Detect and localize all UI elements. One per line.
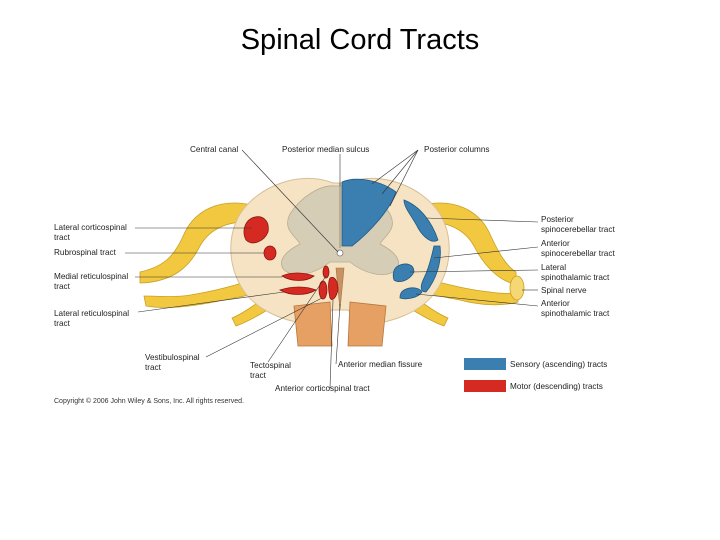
label-anterior-median-fissure: Anterior median fissure <box>338 360 423 369</box>
anterior-corticospinal-tract <box>328 277 339 300</box>
label-medial-reticulospinal-1: Medial reticulospinal <box>54 272 128 281</box>
label-lateral-reticulospinal-1: Lateral reticulospinal <box>54 309 129 318</box>
label-anterior-corticospinal: Anterior corticospinal tract <box>275 384 370 393</box>
legend-swatch-sensory <box>464 358 506 370</box>
motor-tracts <box>243 216 339 300</box>
leader-lines <box>125 149 539 389</box>
sensory-tracts <box>341 178 441 300</box>
label-anterior-spinocerebellar-1: Anterior <box>541 239 570 248</box>
anterior-spinothalamic-tract <box>399 287 423 300</box>
label-spinal-nerve: Spinal nerve <box>541 286 587 295</box>
label-medial-reticulospinal-2: tract <box>54 282 71 291</box>
anterior-root-left <box>293 301 333 347</box>
spinal-nerve-left-upper <box>139 202 256 284</box>
label-posterior-columns: Posterior columns <box>424 145 490 154</box>
central-canal <box>336 249 344 257</box>
spinal-nerve-left-lower <box>143 273 277 308</box>
label-lateral-spinothalamic-1: Lateral <box>541 263 566 272</box>
rubrospinal-tract <box>263 245 277 261</box>
label-posterior-spinocerebellar-1: Posterior <box>541 215 574 224</box>
label-tectospinal-2: tract <box>250 371 267 380</box>
label-central-canal: Central canal <box>190 145 238 154</box>
label-lateral-reticulospinal-2: tract <box>54 319 71 328</box>
figure-labels: Central canal Posterior median sulcus Po… <box>54 145 615 393</box>
legend-label-sensory: Sensory (ascending) tracts <box>510 360 607 369</box>
copyright-text: Copyright © 2006 John Wiley & Sons, Inc.… <box>54 397 244 405</box>
label-lateral-corticospinal-1: Lateral corticospinal <box>54 223 127 232</box>
legend-swatch-motor <box>464 380 506 392</box>
label-posterior-spinocerebellar-2: spinocerebellar tract <box>541 225 615 234</box>
legend: Sensory (ascending) tracts Motor (descen… <box>464 358 607 392</box>
vestibulospinal-tract <box>318 280 328 300</box>
legend-label-motor: Motor (descending) tracts <box>510 382 603 391</box>
spinal-nerve-end <box>509 275 525 301</box>
lateral-corticospinal-tract <box>243 216 269 244</box>
label-anterior-spinocerebellar-2: spinocerebellar tract <box>541 249 615 258</box>
posterior-columns-tract <box>341 178 397 247</box>
label-vestibulospinal-2: tract <box>145 363 162 372</box>
lateral-reticulospinal-tract <box>279 286 317 295</box>
label-tectospinal-1: Tectospinal <box>250 361 291 370</box>
label-rubrospinal: Rubrospinal tract <box>54 248 117 257</box>
label-vestibulospinal-1: Vestibulospinal <box>145 353 200 362</box>
label-lateral-spinothalamic-2: spinothalamic tract <box>541 273 610 282</box>
label-posterior-median-sulcus: Posterior median sulcus <box>282 145 369 154</box>
tectospinal-tract <box>322 265 330 279</box>
anterior-root-right <box>347 301 387 347</box>
medial-reticulospinal-tract <box>281 272 315 281</box>
posterior-spinocerebellar-tract <box>403 199 439 242</box>
lateral-spinothalamic-tract <box>392 263 415 282</box>
label-lateral-corticospinal-2: tract <box>54 233 71 242</box>
label-anterior-spinothalamic-2: spinothalamic tract <box>541 309 610 318</box>
label-anterior-spinothalamic-1: Anterior <box>541 299 570 308</box>
slide-title: Spinal Cord Tracts <box>240 24 480 56</box>
